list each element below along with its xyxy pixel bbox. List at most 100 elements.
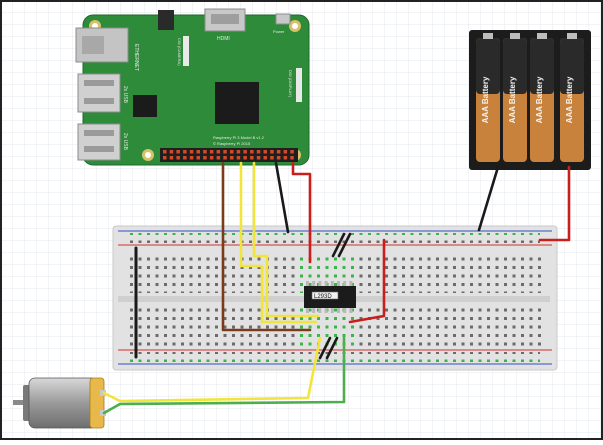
- gpio-pin: [243, 150, 247, 154]
- wire-yellow-2: [252, 161, 320, 318]
- chip-pin: [337, 281, 340, 286]
- gpio-pin: [196, 150, 200, 154]
- board-copyright-text: © Raspberry Pi 2015: [213, 141, 251, 146]
- chip-pin: [343, 308, 347, 313]
- audio-jack: [158, 10, 174, 30]
- gpio-pin: [236, 156, 241, 160]
- motor-driver-chip: L293D: [304, 281, 356, 313]
- gpio-pin: [176, 156, 180, 160]
- wire-black-jumper-2: [337, 232, 352, 258]
- gpio-pin: [243, 156, 247, 160]
- chip-pin: [349, 281, 353, 286]
- chip-pin: [330, 308, 334, 313]
- camera-connector: [183, 36, 189, 66]
- battery-pack: AAA Battery AAA Battery AAA Battery AAA Bat…: [469, 30, 591, 170]
- wire-red-battery: [538, 165, 571, 242]
- chip-pin: [312, 281, 316, 286]
- gpio-pin: [263, 156, 267, 160]
- gpio-pin: [270, 156, 274, 160]
- battery-label: AAA Battery: [508, 76, 517, 123]
- wire-yellow-motor: [102, 336, 322, 403]
- raspberry-pi-board: ETHERNET 2x USB 2x USB HDMI Power CSI (C…: [75, 8, 310, 166]
- gpio-pin: [169, 150, 174, 154]
- wire-black-gpio: [274, 161, 290, 234]
- lan-chip: [133, 95, 157, 117]
- gpio-pin: [263, 150, 267, 154]
- chip-pin: [324, 281, 328, 286]
- gpio-pin: [270, 150, 274, 154]
- battery-label: AAA Battery: [565, 76, 574, 123]
- gpio-pin: [276, 156, 281, 160]
- wire-red-chip: [348, 238, 386, 324]
- board-model-text: Raspberry Pi 3 Model B v1.2: [213, 135, 265, 140]
- chip-pin: [312, 308, 316, 313]
- battery-cell: AAA Battery: [560, 33, 584, 162]
- dc-motor: [13, 377, 106, 429]
- chip-pin: [318, 308, 322, 313]
- wire-black-jumper-3: [318, 336, 332, 360]
- gpio-pin: [163, 156, 167, 160]
- gpio-pin: [189, 150, 194, 154]
- gpio-pin: [223, 156, 227, 160]
- gpio-pin: [183, 150, 187, 154]
- gpio-pin: [189, 156, 194, 160]
- gpio-pin: [230, 156, 234, 160]
- battery-cell: AAA Battery: [503, 33, 527, 162]
- gpio-pin: [209, 150, 214, 154]
- chip-pin: [349, 308, 353, 313]
- wires: [102, 161, 571, 415]
- gpio-pin: [283, 156, 288, 160]
- display-label: DSI (DISPLAY): [288, 70, 293, 98]
- chip-label: L293D: [314, 294, 332, 300]
- wire-brown: [221, 161, 312, 332]
- gpio-pin: [290, 150, 294, 154]
- chip-pin: [330, 281, 334, 286]
- gpio-pin: [176, 150, 180, 154]
- gpio-pin: [236, 150, 241, 154]
- wire-red-gpio: [291, 161, 312, 264]
- gpio-pin: [283, 150, 288, 154]
- wire-black-jumper-1: [331, 232, 346, 258]
- gpio-pins: [163, 150, 294, 160]
- battery-cell: AAA Battery: [476, 33, 500, 162]
- gpio-pin: [223, 150, 227, 154]
- chip-pin: [318, 281, 322, 286]
- gpio-pin: [209, 156, 214, 160]
- chip-pin: [306, 281, 309, 286]
- ethernet-label: ETHERNET: [133, 44, 139, 71]
- gpio-pin: [230, 150, 234, 154]
- power-label: Power: [273, 29, 285, 34]
- chip-pin: [324, 308, 328, 313]
- gpio-pin: [169, 156, 174, 160]
- chip-pin: [306, 308, 309, 313]
- display-connector: [296, 68, 302, 102]
- usb-port-2: [77, 123, 121, 161]
- camera-label: CSI (CAMERA): [177, 38, 182, 66]
- chip-pin: [337, 308, 340, 313]
- gpio-pin: [276, 150, 281, 154]
- gpio-pin: [256, 156, 261, 160]
- battery-label: AAA Battery: [535, 76, 544, 123]
- gpio-pin: [290, 156, 294, 160]
- wire-yellow-1: [239, 161, 318, 324]
- usb-port-1: [77, 73, 121, 113]
- wire-green-motor: [102, 336, 346, 415]
- battery-cell: AAA Battery: [530, 33, 554, 162]
- gpio-pin: [203, 156, 207, 160]
- usb-label-2: 2x USB: [122, 133, 128, 151]
- hdmi-label: HDMI: [217, 36, 230, 42]
- wire-black-jumper-4: [325, 336, 339, 360]
- gpio-pin: [203, 150, 207, 154]
- battery-label: AAA Battery: [481, 76, 490, 123]
- gpio-pin: [216, 156, 221, 160]
- wire-black-battery: [477, 165, 500, 232]
- power-port: [275, 13, 291, 25]
- gpio-pin: [216, 150, 221, 154]
- gpio-pin: [250, 156, 254, 160]
- chip-pin: [343, 281, 347, 286]
- gpio-pin: [163, 150, 167, 154]
- gpio-pin: [256, 150, 261, 154]
